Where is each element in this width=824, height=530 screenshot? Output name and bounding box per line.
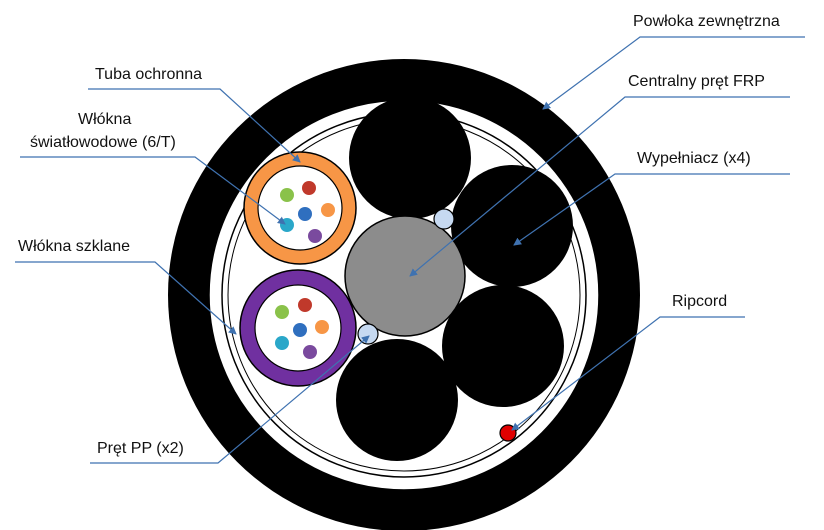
leader-glass-yarns xyxy=(15,261,237,335)
filler-bottom xyxy=(336,339,458,461)
leader-outer-jacket xyxy=(542,36,805,110)
filler-right-lower xyxy=(442,285,564,407)
fiber-green xyxy=(280,188,294,202)
fiber-red xyxy=(302,181,316,195)
fiber-green xyxy=(275,305,289,319)
filler-right-upper xyxy=(451,165,573,287)
filler-top xyxy=(349,97,471,219)
leader-protective-tube xyxy=(88,88,301,163)
label-glass-yarns: Włókna szklane xyxy=(18,238,130,255)
fiber-orange xyxy=(321,203,335,217)
fiber-orange xyxy=(315,320,329,334)
fiber-cyan xyxy=(280,218,294,232)
central-frp-member xyxy=(344,215,466,337)
fiber-blue xyxy=(298,207,312,221)
label-pp-rod: Pręt PP (x2) xyxy=(97,440,184,457)
fiber-red xyxy=(298,298,312,312)
label-outer-jacket: Powłoka zewnętrzna xyxy=(633,13,780,30)
ripcord xyxy=(499,424,517,442)
tube-orange-inner xyxy=(257,165,343,251)
pp-rod-bottom xyxy=(357,323,379,345)
leader-ripcord xyxy=(511,316,745,431)
fiber-violet xyxy=(303,345,317,359)
fiber-blue xyxy=(293,323,307,337)
label-central-member: Centralny pręt FRP xyxy=(628,73,765,90)
label-protective-tube: Tuba ochronna xyxy=(95,66,202,83)
leader-pp-rod xyxy=(90,335,370,464)
leader-fibers xyxy=(20,156,286,225)
leader-central-member xyxy=(409,96,790,277)
label-filler: Wypełniacz (x4) xyxy=(637,150,751,167)
fiber-cyan xyxy=(275,336,289,350)
leader-lines xyxy=(15,36,805,464)
fiber-group-purple xyxy=(275,298,329,359)
label-ripcord: Ripcord xyxy=(672,293,727,310)
leader-filler xyxy=(513,173,790,246)
pp-rod-top xyxy=(433,208,455,230)
fiber-violet xyxy=(308,229,322,243)
fiber-group-orange xyxy=(280,181,335,243)
label-fibers-line1: Włókna xyxy=(78,111,131,128)
label-fibers-line2: światłowodowe (6/T) xyxy=(30,134,176,151)
